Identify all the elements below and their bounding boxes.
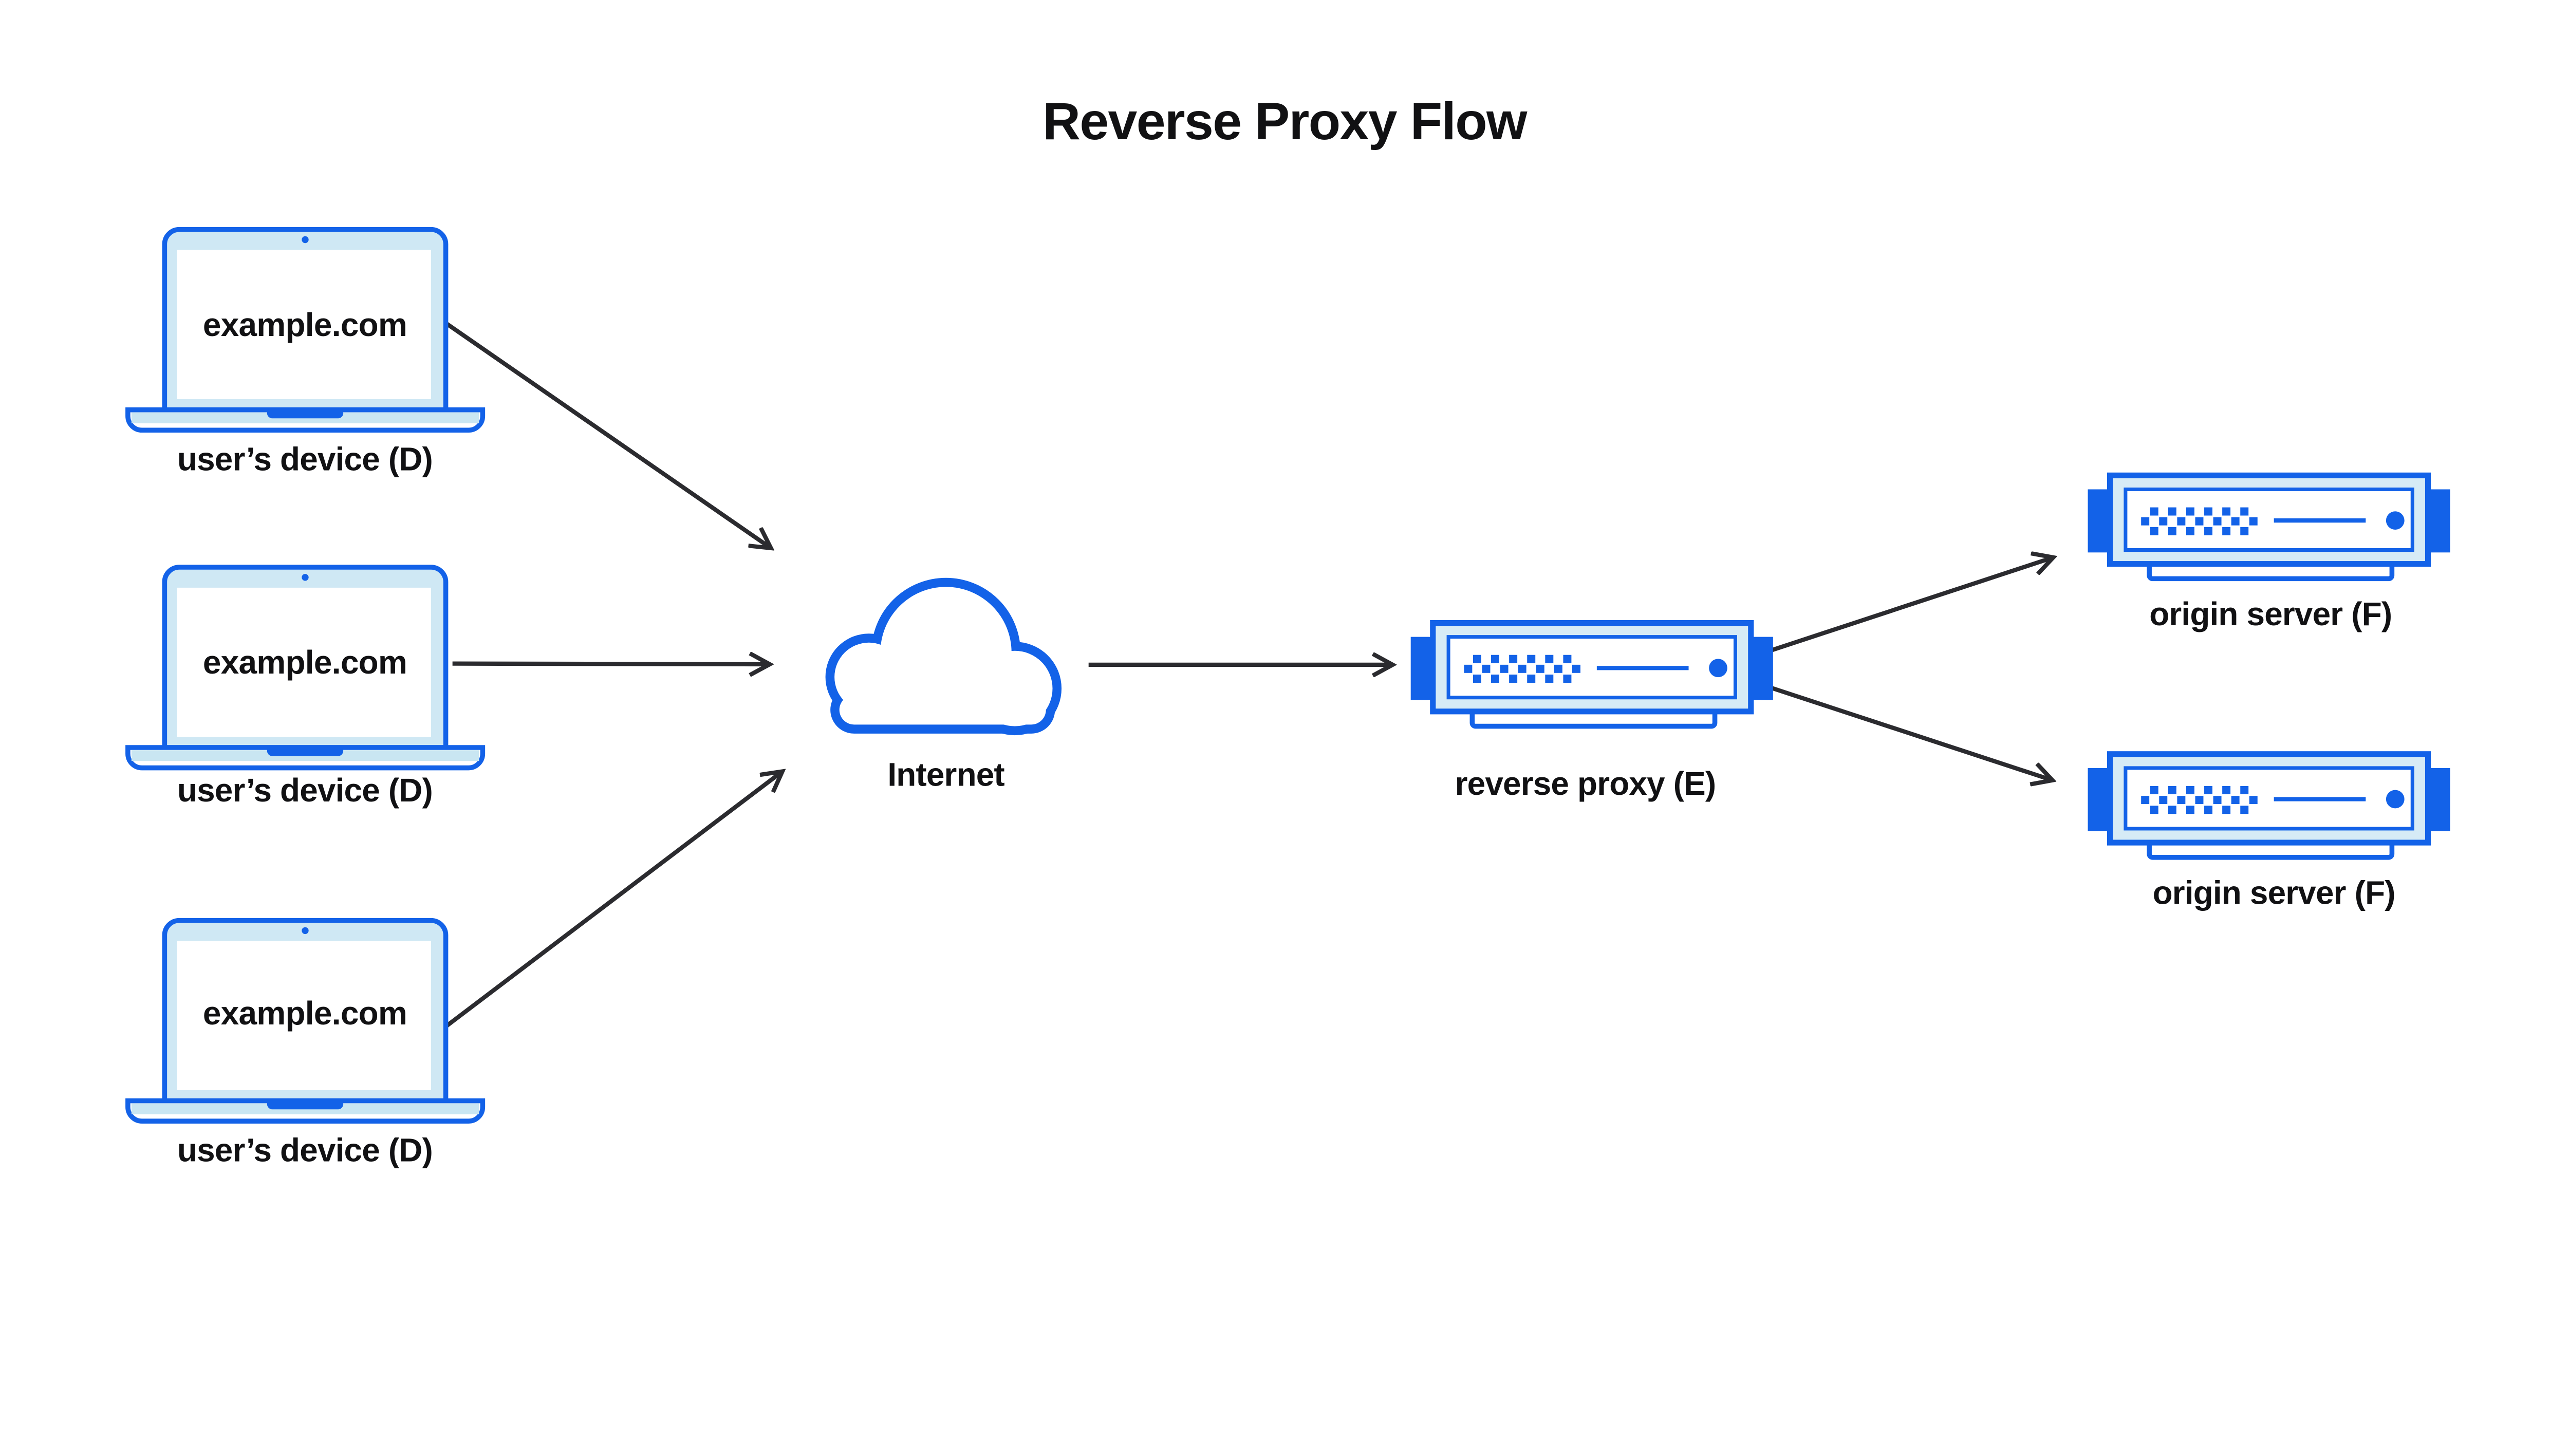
reverse-proxy-server-icon	[1411, 623, 1773, 726]
device-3-label: user’s device (D)	[177, 1131, 433, 1168]
internet-label: Internet	[887, 756, 1004, 793]
origin-server-1-icon	[2088, 475, 2450, 578]
connectors	[443, 322, 2051, 1029]
arrow-proxy-origin2	[1757, 681, 2050, 780]
origin-server-2-icon	[2088, 754, 2450, 857]
cloud-icon	[825, 577, 1062, 736]
page-title: Reverse Proxy Flow	[1043, 92, 1528, 151]
arrow-device3-internet	[443, 773, 780, 1029]
device-1-label: user’s device (D)	[177, 440, 433, 477]
origin-server-1-label: origin server (F)	[2149, 595, 2392, 632]
origin-server-2-label: origin server (F)	[2153, 874, 2395, 911]
device-1-screen-text: example.com	[203, 306, 407, 343]
diagram-page: Reverse Proxy Flow example.com example.c…	[125, 92, 2453, 1169]
device-3-screen-text: example.com	[203, 995, 407, 1032]
arrow-proxy-origin1	[1757, 558, 2051, 657]
reverse-proxy-flow-diagram: Reverse Proxy Flow example.com example.c…	[125, 92, 2453, 1169]
reverse-proxy-label: reverse proxy (E)	[1455, 765, 1716, 802]
cloud-fill	[834, 587, 1053, 726]
device-2-screen-text: example.com	[203, 644, 407, 681]
device-2-label: user’s device (D)	[177, 772, 433, 809]
arrow-device1-internet	[445, 322, 769, 547]
